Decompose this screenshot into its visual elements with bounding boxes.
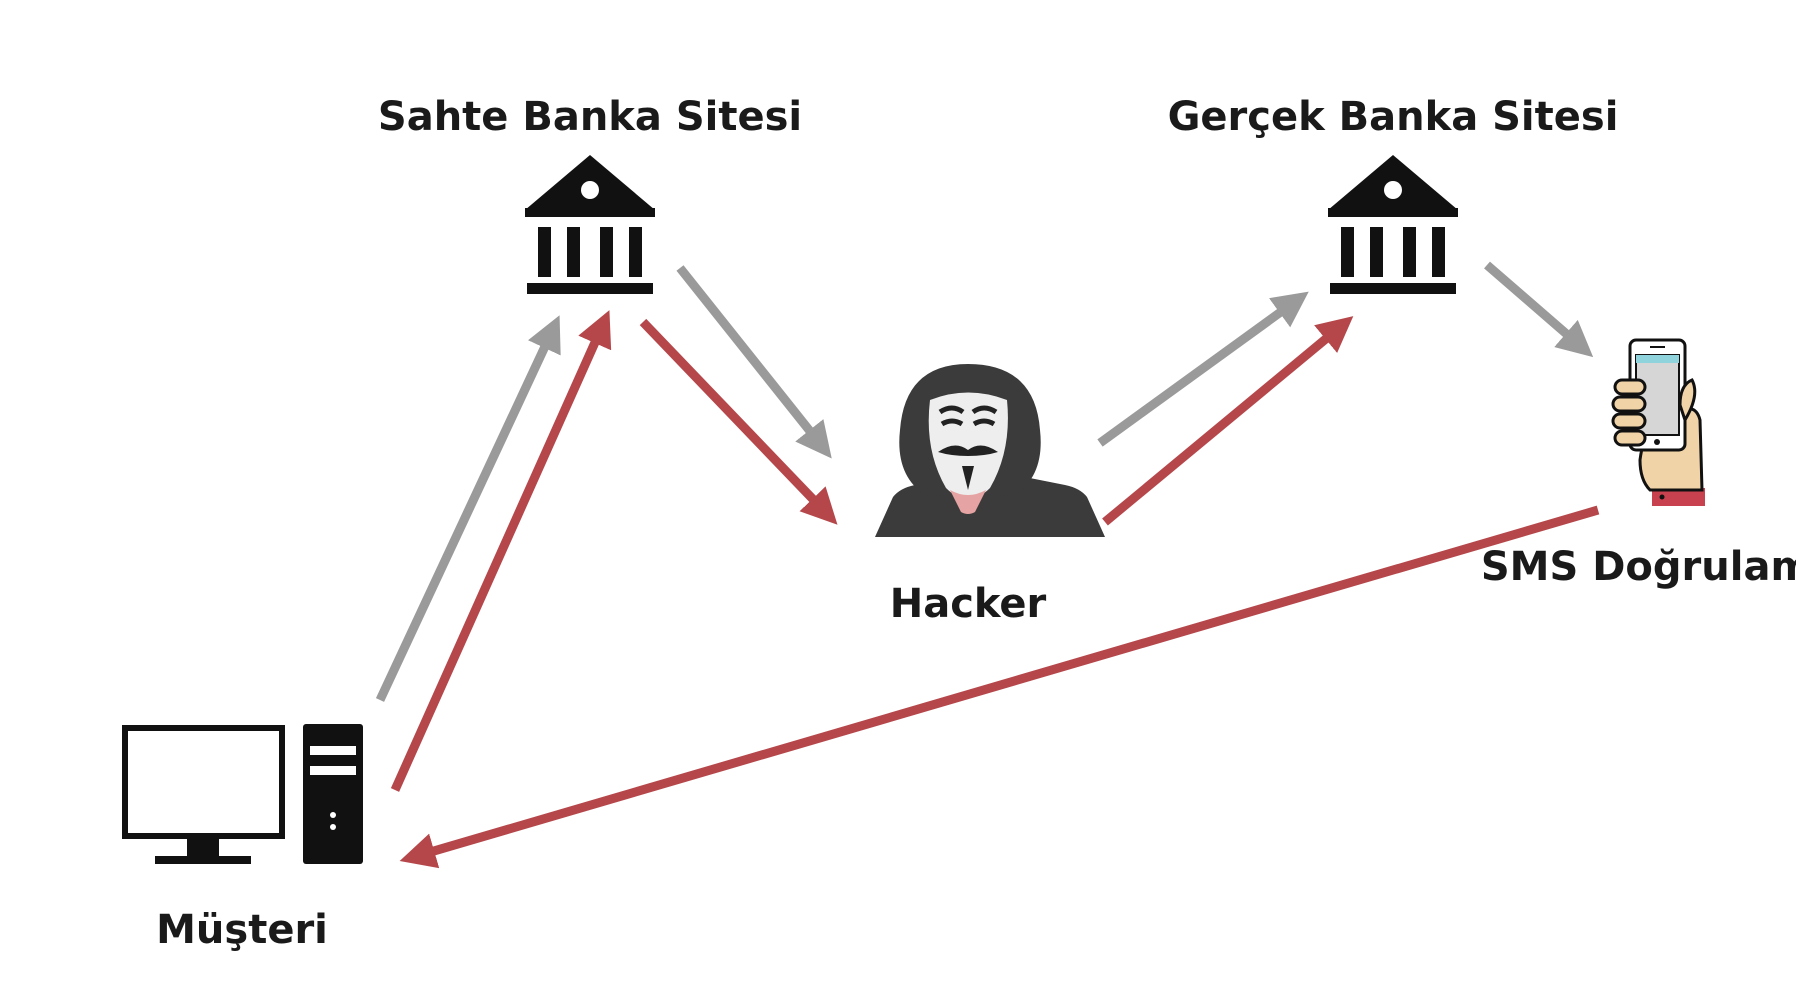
sms-label: SMS Doğrulama	[1481, 544, 1796, 590]
fake-bank-label: Sahte Banka Sitesi	[378, 94, 802, 140]
fake-bank-node: Sahte Banka Sitesi	[378, 94, 802, 294]
arrow-fake-bank-to-hacker-red	[639, 318, 838, 525]
hacker-label: Hacker	[890, 581, 1047, 627]
hand-holding-phone-icon	[1611, 338, 1705, 506]
customer-label: Müşteri	[156, 907, 328, 953]
arrow-sms-to-customer-red	[399, 505, 1600, 869]
bank-icon	[1328, 155, 1458, 294]
desktop-computer-icon	[122, 724, 363, 864]
customer-node: Müşteri	[122, 724, 363, 953]
arrow-customer-to-fake-bank-red	[390, 310, 612, 792]
arrows	[375, 261, 1600, 869]
arrow-customer-to-fake-bank-gray	[375, 315, 561, 702]
arrow-hacker-to-real-bank-red	[1102, 316, 1354, 526]
real-bank-label: Gerçek Banka Sitesi	[1168, 94, 1619, 140]
arrow-fake-bank-to-hacker-gray	[676, 265, 832, 459]
hacker-node: Hacker	[875, 364, 1105, 627]
bank-icon	[525, 155, 655, 294]
sms-node: SMS Doğrulama	[1481, 338, 1796, 590]
arrow-hacker-to-real-bank-gray	[1097, 291, 1309, 447]
real-bank-node: Gerçek Banka Sitesi	[1168, 94, 1619, 294]
anonymous-hacker-icon	[875, 364, 1105, 537]
arrow-real-bank-to-sms-gray	[1484, 261, 1594, 358]
